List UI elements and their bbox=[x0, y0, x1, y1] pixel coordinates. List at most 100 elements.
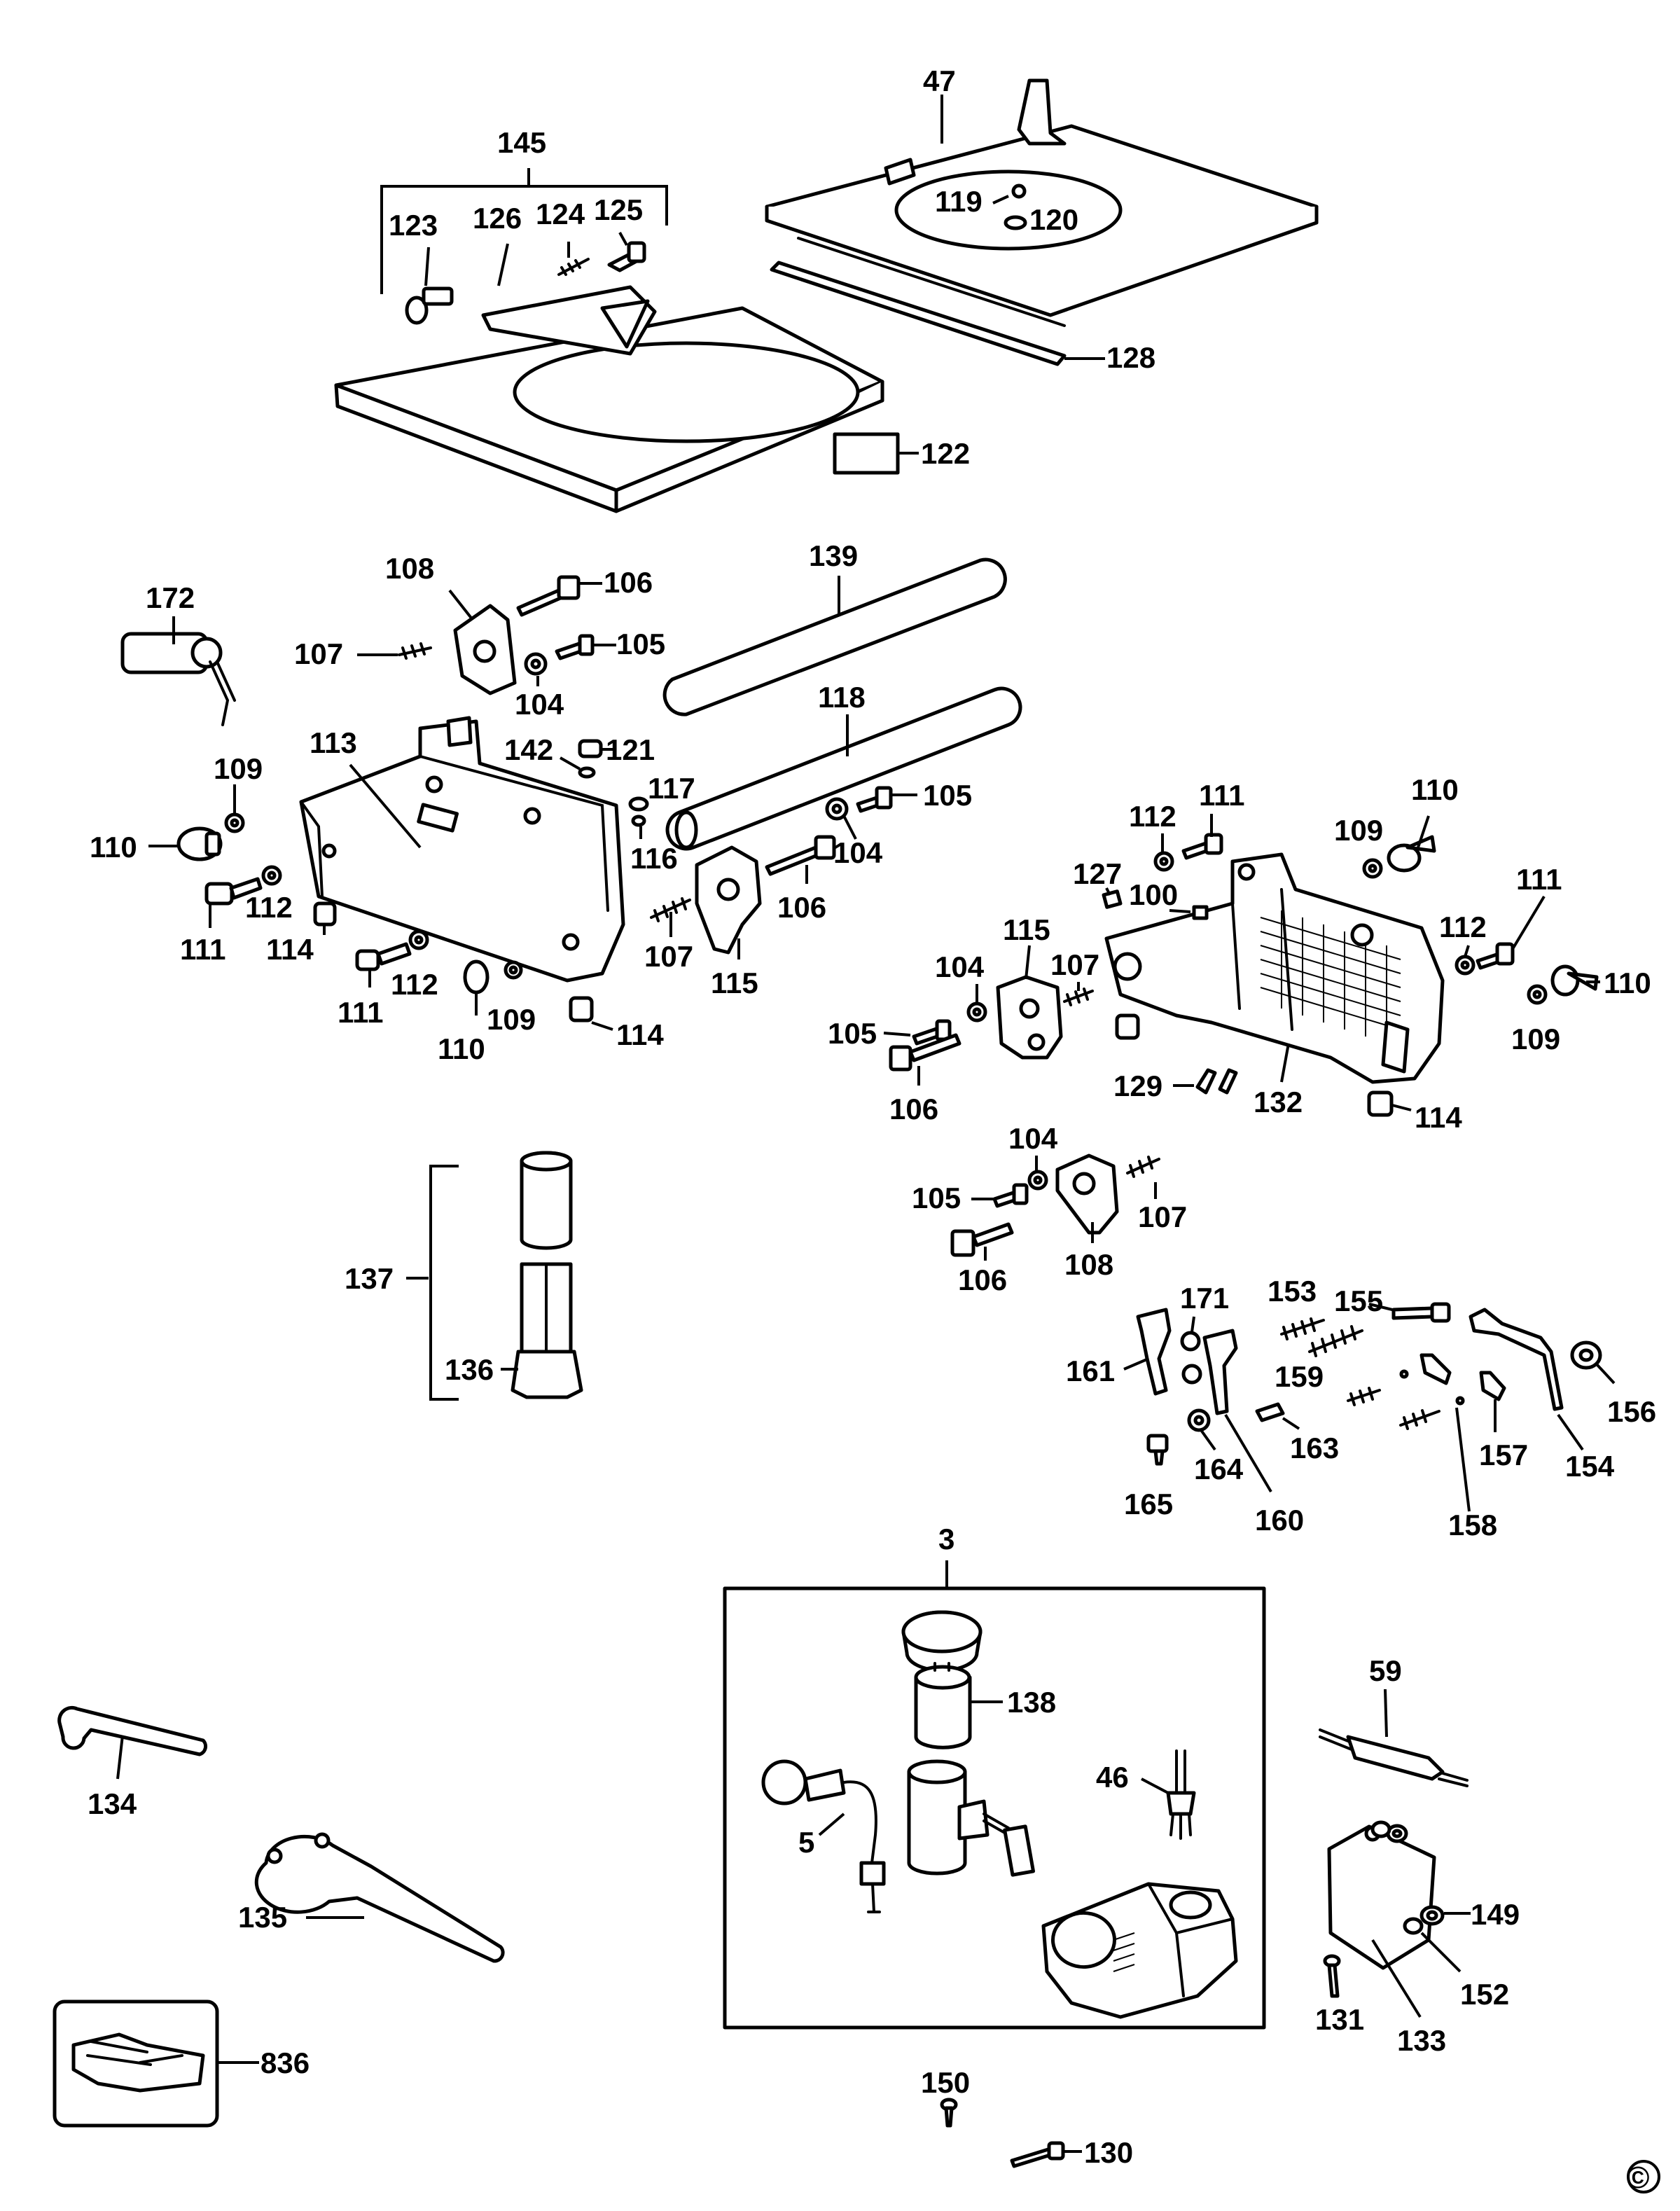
label-110-a: 110 bbox=[90, 831, 137, 864]
label-123: 123 bbox=[389, 209, 438, 242]
plate-157 bbox=[1479, 1371, 1506, 1401]
label-109-c: 109 bbox=[1334, 814, 1383, 847]
screw-124 bbox=[557, 258, 590, 276]
washer-117 bbox=[628, 796, 649, 812]
screw-150 bbox=[940, 2098, 958, 2128]
label-100: 100 bbox=[1129, 878, 1178, 911]
label-111-d: 111 bbox=[1516, 863, 1562, 896]
washer-109-right-side bbox=[1527, 984, 1548, 1005]
label-155: 155 bbox=[1334, 1284, 1383, 1317]
label-121: 121 bbox=[606, 733, 655, 766]
bolt-111-right-side bbox=[1476, 895, 1546, 970]
label-138: 138 bbox=[1007, 1686, 1056, 1719]
label-129: 129 bbox=[1113, 1069, 1162, 1102]
screw-105-mid bbox=[856, 786, 917, 813]
label-115-a: 115 bbox=[711, 966, 758, 999]
label-104-c: 104 bbox=[935, 950, 985, 983]
spanner-135 bbox=[254, 1832, 505, 1963]
screw-131 bbox=[1323, 1954, 1341, 1998]
screw-165 bbox=[1146, 1434, 1169, 1466]
label-110-c: 110 bbox=[1411, 773, 1459, 806]
nut-120 bbox=[1004, 215, 1027, 230]
label-110-b: 110 bbox=[438, 1032, 485, 1065]
plug-5 bbox=[761, 1759, 886, 1913]
washer-142 bbox=[578, 766, 596, 779]
screw-lower-b bbox=[1399, 1409, 1441, 1430]
label-161: 161 bbox=[1066, 1354, 1115, 1387]
label-107-b: 107 bbox=[644, 940, 693, 973]
label-114-a: 114 bbox=[266, 933, 314, 966]
label-165: 165 bbox=[1124, 1488, 1173, 1520]
label-104-d: 104 bbox=[1008, 1122, 1058, 1155]
label-109-d: 109 bbox=[1511, 1023, 1560, 1055]
washer-112-right bbox=[1153, 833, 1174, 872]
tube-118 bbox=[665, 686, 1022, 851]
washer-116 bbox=[631, 815, 646, 827]
label-139: 139 bbox=[809, 539, 858, 572]
washer-109-lower bbox=[504, 960, 523, 980]
bolt-111-right-top bbox=[1181, 814, 1223, 860]
electrical-kit-box bbox=[723, 1560, 1266, 2030]
label-113: 113 bbox=[310, 726, 357, 759]
motor-172 bbox=[120, 616, 236, 726]
washer-171 bbox=[1180, 1331, 1201, 1352]
label-156: 156 bbox=[1607, 1395, 1656, 1428]
screw-130 bbox=[1010, 2141, 1082, 2168]
guard-window bbox=[600, 299, 650, 349]
bolt-106-right bbox=[889, 1033, 962, 1086]
label-142: 142 bbox=[504, 733, 553, 766]
washer-112-left bbox=[261, 865, 282, 886]
label-3: 3 bbox=[938, 1523, 954, 1555]
nut-100 bbox=[1169, 905, 1209, 920]
label-118: 118 bbox=[818, 681, 866, 714]
label-104-b: 104 bbox=[833, 836, 883, 869]
bracket-115-right bbox=[996, 945, 1063, 1060]
washer-104-right bbox=[966, 984, 987, 1023]
label-59: 59 bbox=[1369, 1654, 1402, 1687]
screw-155 bbox=[1391, 1302, 1451, 1323]
bolt-106-lower bbox=[950, 1222, 1014, 1261]
label-116: 116 bbox=[630, 842, 678, 875]
label-160: 160 bbox=[1255, 1504, 1304, 1537]
label-115-b: 115 bbox=[1003, 913, 1050, 946]
screw-105-lower bbox=[971, 1183, 1029, 1208]
label-107-d: 107 bbox=[1138, 1200, 1187, 1233]
label-109-a: 109 bbox=[214, 752, 263, 785]
washer-104-lower bbox=[1027, 1156, 1048, 1191]
label-112-c: 112 bbox=[1129, 800, 1176, 833]
label-171: 171 bbox=[1180, 1282, 1229, 1315]
label-106-d: 106 bbox=[958, 1263, 1007, 1296]
label-134: 134 bbox=[88, 1787, 137, 1820]
spring-159 bbox=[1308, 1325, 1363, 1357]
label-154: 154 bbox=[1565, 1450, 1615, 1483]
label-135: 135 bbox=[238, 1901, 287, 1934]
spring-107-lower bbox=[1126, 1156, 1160, 1199]
base-tray-assembly bbox=[765, 78, 1319, 475]
label-105-c: 105 bbox=[828, 1017, 877, 1050]
label-114-c: 114 bbox=[1415, 1101, 1462, 1134]
hex-key-134 bbox=[57, 1705, 207, 1780]
label-106-b: 106 bbox=[777, 891, 826, 924]
label-105-b: 105 bbox=[923, 779, 972, 812]
knob-110-lower bbox=[463, 959, 490, 1016]
knob-110-right-side bbox=[1550, 964, 1600, 997]
toolbox-836 bbox=[53, 1999, 259, 2128]
copyright-mark: © bbox=[1627, 2160, 1660, 2195]
cable-46 bbox=[1141, 1749, 1196, 1840]
rail-128 bbox=[770, 261, 1067, 366]
washer-152 bbox=[1403, 1917, 1462, 1973]
label-111-a: 111 bbox=[180, 933, 225, 966]
sleeve-163 bbox=[1255, 1402, 1285, 1422]
knob-123 bbox=[405, 286, 454, 325]
screw-105-top bbox=[555, 634, 616, 660]
label-158: 158 bbox=[1448, 1509, 1497, 1541]
washer-104-mid bbox=[825, 797, 857, 840]
tray-opening bbox=[894, 169, 1123, 251]
label-122: 122 bbox=[921, 437, 970, 470]
label-112-a: 112 bbox=[245, 891, 293, 924]
tube-139 bbox=[662, 557, 1007, 716]
motor-unit bbox=[1041, 1882, 1238, 2019]
nut-156 bbox=[1570, 1340, 1602, 1370]
capacitor-cap bbox=[901, 1610, 983, 1672]
nut-149 bbox=[1419, 1905, 1471, 1926]
